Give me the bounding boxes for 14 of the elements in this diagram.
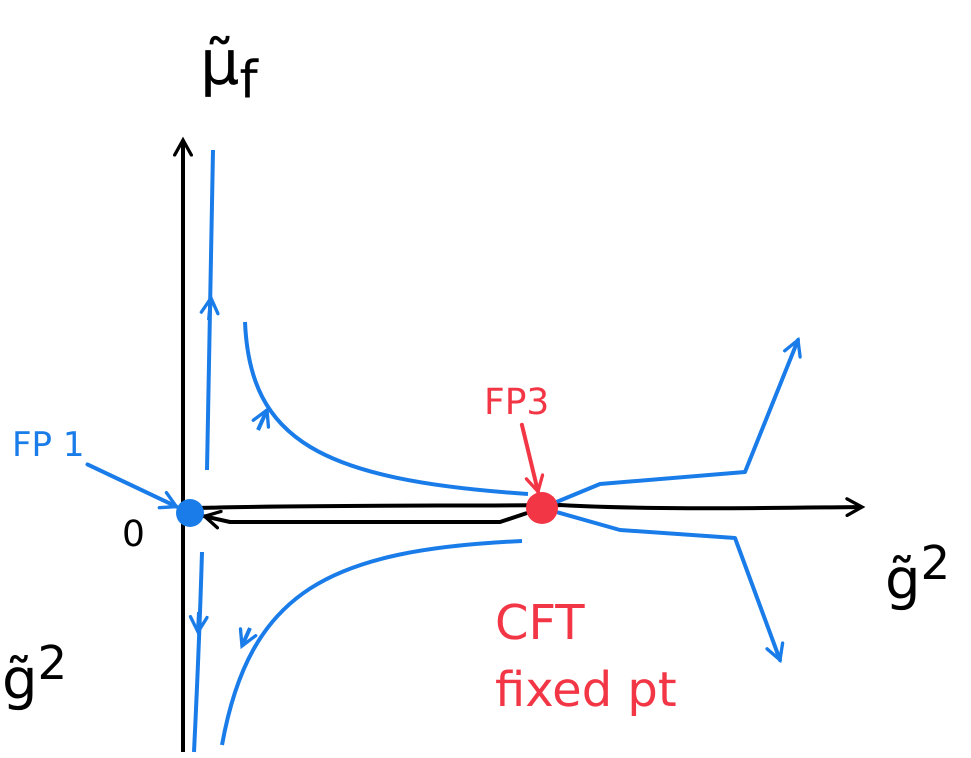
origin-label: 0 — [122, 516, 145, 554]
axis-label: g̃$^{2}$ — [2, 640, 68, 710]
annotation-text: CFT fixed pt — [495, 594, 678, 720]
fixed-point-label: FP3 — [484, 384, 550, 422]
axis-label: μ̃$_{f}$ — [200, 30, 258, 108]
leader-arrow — [86, 462, 178, 510]
flow-arrow — [202, 510, 528, 530]
fixed-point-label: FP 1 — [12, 428, 84, 464]
fixed-point-dot — [526, 492, 558, 524]
flow-line — [556, 338, 802, 504]
fixed-point-dot — [176, 499, 204, 527]
axis-label: g̃$^{2}$ — [885, 540, 950, 610]
leader-arrow — [520, 422, 544, 494]
flow-line — [556, 510, 784, 662]
